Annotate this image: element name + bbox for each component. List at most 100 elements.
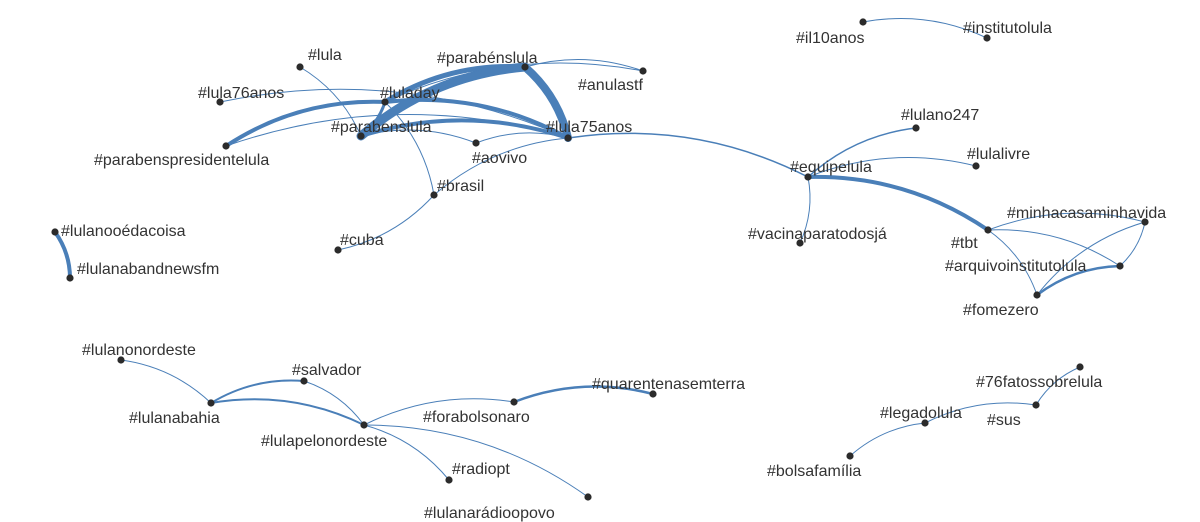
node-dot[interactable]	[510, 398, 518, 406]
edge-parabenslula-aovivo	[360, 129, 477, 144]
node-dot[interactable]	[300, 377, 308, 385]
edge-lula75anos-equipelula	[567, 132, 809, 178]
node-lulano247[interactable]: #lulano247	[901, 107, 979, 132]
node-label: #parabénslula	[437, 50, 538, 67]
node-label: #anulastf	[578, 77, 643, 94]
node-dot[interactable]	[296, 63, 304, 71]
node-dot[interactable]	[639, 67, 647, 75]
node-dot[interactable]	[360, 421, 368, 429]
node-lula76anos[interactable]: #lula76anos	[198, 85, 284, 106]
node-dot[interactable]	[584, 493, 592, 501]
node-dot[interactable]	[1032, 401, 1040, 409]
node-dot[interactable]	[430, 191, 438, 199]
edge-layer	[53, 18, 1146, 498]
node-label: #vacinaparatodosjá	[748, 226, 887, 243]
node-dot[interactable]	[846, 452, 854, 460]
node-equipelula[interactable]: #equipelula	[790, 159, 872, 181]
edge-luladay-parabenslula	[359, 100, 387, 138]
edge-legadolula-sus	[924, 402, 1037, 424]
node-parabenspresidentelula[interactable]: #parabenspresidentelula	[94, 142, 269, 169]
node-arquivoinstitutolula[interactable]: #arquivoinstitutolula	[945, 258, 1124, 275]
node-forabolsonaro[interactable]: #forabolsonaro	[423, 398, 530, 426]
node-dot[interactable]	[51, 228, 59, 236]
node-legadolula[interactable]: #legadolula	[880, 405, 962, 427]
node-quarentenasemterra[interactable]: #quarentenasemterra	[592, 376, 745, 398]
node-aovivo[interactable]: #aovivo	[472, 139, 527, 167]
node-dot[interactable]	[564, 134, 572, 142]
node-dot[interactable]	[1076, 363, 1084, 371]
edge-tbt-fomezero	[987, 229, 1038, 296]
node-dot[interactable]	[912, 124, 920, 132]
node-76fatossobrelula[interactable]: #76fatossobrelula	[976, 363, 1102, 391]
node-minhacasaminhavida[interactable]: #minhacasaminhavida	[1007, 205, 1166, 226]
node-dot[interactable]	[445, 476, 453, 484]
edge-equipelula-vacinaparatodosja	[799, 176, 811, 244]
node-dot[interactable]	[649, 390, 657, 398]
node-institutolula[interactable]: #institutolula	[963, 20, 1052, 42]
node-lulanooedacoisa[interactable]: #lulanooédacoisa	[51, 223, 186, 240]
node-lulalivre[interactable]: #lulalivre	[967, 146, 1030, 170]
edge-minhacasaminhavida-arquivoinstitutolula	[1119, 221, 1146, 267]
node-label: #lulanabandnewsfm	[77, 261, 219, 278]
node-dot[interactable]	[222, 142, 230, 150]
node-label: #lulanarádioopovo	[424, 505, 555, 522]
node-label: #lulanabahia	[129, 410, 220, 427]
node-anulastf[interactable]: #anulastf	[578, 67, 647, 94]
node-dot[interactable]	[1116, 262, 1124, 270]
node-dot[interactable]	[117, 356, 125, 364]
node-sus[interactable]: #sus	[987, 401, 1040, 429]
node-lulanabahia[interactable]: #lulanabahia	[129, 399, 220, 427]
node-dot[interactable]	[984, 226, 992, 234]
node-lula75anos[interactable]: #lula75anos	[546, 119, 632, 142]
node-vacinaparatodosja[interactable]: #vacinaparatodosjá	[748, 226, 887, 247]
node-lulanaradioopovo[interactable]: #lulanarádioopovo	[424, 493, 592, 522]
edge-lulanabahia-salvador	[210, 379, 305, 404]
node-dot[interactable]	[796, 239, 804, 247]
node-label: #institutolula	[963, 20, 1052, 37]
edge-parabenslula_acc-lula75anos	[521, 63, 572, 142]
node-brasil[interactable]: #brasil	[430, 178, 484, 199]
node-dot[interactable]	[1141, 218, 1149, 226]
node-label: #forabolsonaro	[423, 409, 530, 426]
node-dot[interactable]	[334, 246, 342, 254]
node-dot[interactable]	[972, 162, 980, 170]
node-dot[interactable]	[859, 18, 867, 26]
node-dot[interactable]	[66, 274, 74, 282]
node-dot[interactable]	[207, 399, 215, 407]
node-dot[interactable]	[1033, 291, 1041, 299]
node-il10anos[interactable]: #il10anos	[796, 18, 867, 47]
node-dot[interactable]	[921, 419, 929, 427]
node-fomezero[interactable]: #fomezero	[963, 291, 1041, 319]
node-label: #lula76anos	[198, 85, 284, 102]
node-label: #lula75anos	[546, 119, 632, 136]
node-dot[interactable]	[983, 34, 991, 42]
edge-fomezero-minhacasaminhavida	[1036, 221, 1146, 296]
node-dot[interactable]	[216, 98, 224, 106]
edge-brasil-cuba	[337, 194, 435, 251]
node-label: #lula	[308, 47, 342, 64]
node-label: #lulanonordeste	[82, 342, 196, 359]
node-parabenslula_acc[interactable]: #parabénslula	[437, 50, 538, 71]
node-salvador[interactable]: #salvador	[292, 362, 362, 385]
node-lulanabandnewsfm[interactable]: #lulanabandnewsfm	[66, 261, 219, 282]
node-label: #luladay	[380, 85, 440, 102]
node-bolsafamilia[interactable]: #bolsafamília	[767, 452, 861, 480]
node-lula[interactable]: #lula	[296, 47, 342, 71]
node-lulanonordeste[interactable]: #lulanonordeste	[82, 342, 196, 364]
edge-luladay-anulastf	[384, 62, 644, 103]
node-dot[interactable]	[357, 132, 365, 140]
node-dot[interactable]	[472, 139, 480, 147]
node-dot[interactable]	[804, 173, 812, 181]
node-radiopt[interactable]: #radiopt	[445, 461, 510, 484]
node-parabenslula[interactable]: #parabenslula	[331, 119, 432, 140]
node-luladay[interactable]: #luladay	[380, 85, 440, 106]
node-label: #salvador	[292, 362, 362, 379]
node-cuba[interactable]: #cuba	[334, 232, 384, 254]
node-lulapelonordeste[interactable]: #lulapelonordeste	[261, 421, 387, 450]
edge-aovivo-lula75anos	[475, 132, 569, 144]
node-dot[interactable]	[521, 63, 529, 71]
edge-lula-parabenslula	[299, 66, 362, 137]
node-dot[interactable]	[381, 98, 389, 106]
node-tbt[interactable]: #tbt	[951, 226, 992, 252]
